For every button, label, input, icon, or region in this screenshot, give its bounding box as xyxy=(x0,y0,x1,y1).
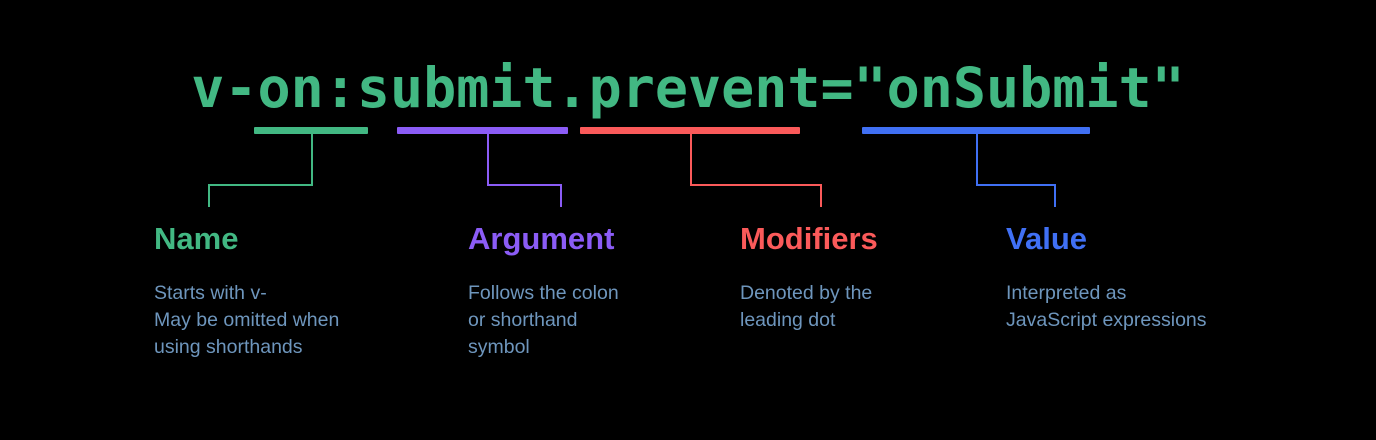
connector-vertical-argument xyxy=(487,134,489,184)
underline-bar-value xyxy=(862,127,1090,134)
connector-stub-name xyxy=(208,184,210,207)
underline-bar-name xyxy=(254,127,368,134)
directive-code-expression: v-on:submit.prevent="onSubmit" xyxy=(191,56,1185,120)
connector-vertical-modifiers xyxy=(690,134,692,184)
connector-vertical-value xyxy=(976,134,978,184)
connector-horizontal-name xyxy=(208,184,313,186)
part-title-name: Name xyxy=(154,221,239,256)
connector-horizontal-argument xyxy=(487,184,562,186)
connector-vertical-name xyxy=(311,134,313,184)
part-description-modifiers: Denoted by the leading dot xyxy=(740,282,873,331)
part-description-name: Starts with v- May be omitted when using… xyxy=(154,282,340,358)
part-title-modifiers: Modifiers xyxy=(740,221,878,256)
part-title-argument: Argument xyxy=(468,221,615,256)
connector-stub-value xyxy=(1054,184,1056,207)
connector-horizontal-modifiers xyxy=(690,184,822,186)
connector-horizontal-value xyxy=(976,184,1056,186)
underline-bar-argument xyxy=(397,127,568,134)
underline-bar-modifiers xyxy=(580,127,800,134)
part-title-value: Value xyxy=(1006,221,1087,256)
part-description-value: Interpreted as JavaScript expressions xyxy=(1006,282,1207,331)
connector-stub-modifiers xyxy=(820,184,822,207)
part-description-argument: Follows the colon or shorthand symbol xyxy=(468,282,619,358)
connector-stub-argument xyxy=(560,184,562,207)
